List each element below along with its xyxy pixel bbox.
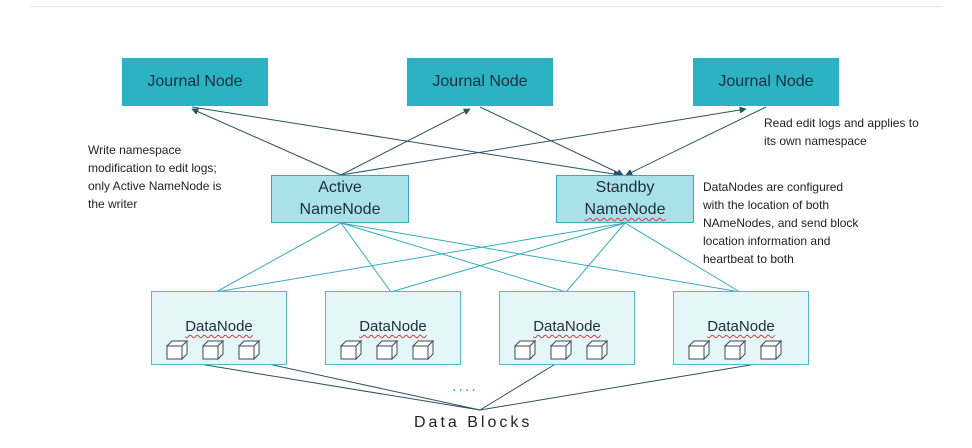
writer-note-line: the writer bbox=[88, 197, 138, 211]
data-block-icon bbox=[513, 339, 537, 361]
datanode-1: DataNode bbox=[151, 291, 287, 365]
datanodes-note-line: heartbeat to both bbox=[703, 252, 794, 266]
journal-node-label: Journal Node bbox=[432, 73, 528, 90]
active-to-journal-arrows bbox=[191, 106, 747, 176]
data-block-icon bbox=[411, 339, 435, 361]
writer-note: Write namespace modification to edit log… bbox=[88, 141, 221, 213]
journal-node-3: Journal Node bbox=[693, 58, 839, 106]
standby-namenode-line1: Standby bbox=[595, 179, 655, 196]
datanode-label: DataNode bbox=[185, 318, 253, 335]
standby-namenode-line2: NameNode bbox=[584, 201, 666, 218]
data-block-icon bbox=[723, 339, 747, 361]
journal-node-label: Journal Node bbox=[147, 73, 243, 90]
data-block-icon bbox=[585, 339, 609, 361]
datanode-label: DataNode bbox=[533, 318, 601, 335]
writer-note-line: Write namespace bbox=[88, 143, 182, 157]
datanode-2: DataNode bbox=[325, 291, 461, 365]
datanode-to-blocks-lines bbox=[174, 359, 781, 411]
datanodes-note-line: DataNodes are configured bbox=[703, 180, 844, 194]
data-block-icon bbox=[375, 339, 399, 361]
data-block-icon bbox=[549, 339, 573, 361]
top-divider bbox=[30, 6, 942, 7]
more-blocks-ellipsis: .... bbox=[452, 378, 478, 395]
datanode-label: DataNode bbox=[359, 318, 427, 335]
journal-node-label: Journal Node bbox=[718, 73, 814, 90]
data-block-icon bbox=[165, 339, 189, 361]
reader-note-line: its own namespace bbox=[764, 134, 867, 148]
writer-note-line: only Active NameNode is bbox=[88, 179, 222, 193]
reader-note-line: Read edit logs and applies to bbox=[764, 116, 919, 130]
datanodes-note-line: location information and bbox=[703, 234, 831, 248]
datanodes-note-line: with the location of both bbox=[703, 198, 830, 212]
writer-note-line: modification to edit logs; bbox=[88, 161, 217, 175]
datanode-4: DataNode bbox=[673, 291, 809, 365]
active-namenode-line1: Active bbox=[318, 179, 362, 196]
datanodes-note: DataNodes are configured with the locati… bbox=[703, 178, 858, 268]
data-block-icon bbox=[687, 339, 711, 361]
namenode-to-datanode-lines bbox=[215, 222, 741, 293]
active-namenode: Active NameNode bbox=[271, 175, 409, 223]
standby-namenode: Standby NameNode bbox=[556, 175, 694, 223]
data-block-icon bbox=[237, 339, 261, 361]
active-namenode-line2: NameNode bbox=[299, 201, 381, 218]
datanode-3: DataNode bbox=[499, 291, 635, 365]
reader-note: Read edit logs and applies to its own na… bbox=[764, 114, 919, 150]
datanodes-note-line: NAmeNodes, and send block bbox=[703, 216, 859, 230]
journal-node-1: Journal Node bbox=[122, 58, 268, 106]
data-block-icon bbox=[339, 339, 363, 361]
journal-to-standby-arrows bbox=[191, 106, 767, 178]
journal-node-2: Journal Node bbox=[407, 58, 553, 106]
data-block-icon bbox=[759, 339, 783, 361]
datanode-label: DataNode bbox=[707, 318, 775, 335]
data-block-icon bbox=[201, 339, 225, 361]
data-blocks-label: Data Blocks bbox=[414, 414, 533, 431]
